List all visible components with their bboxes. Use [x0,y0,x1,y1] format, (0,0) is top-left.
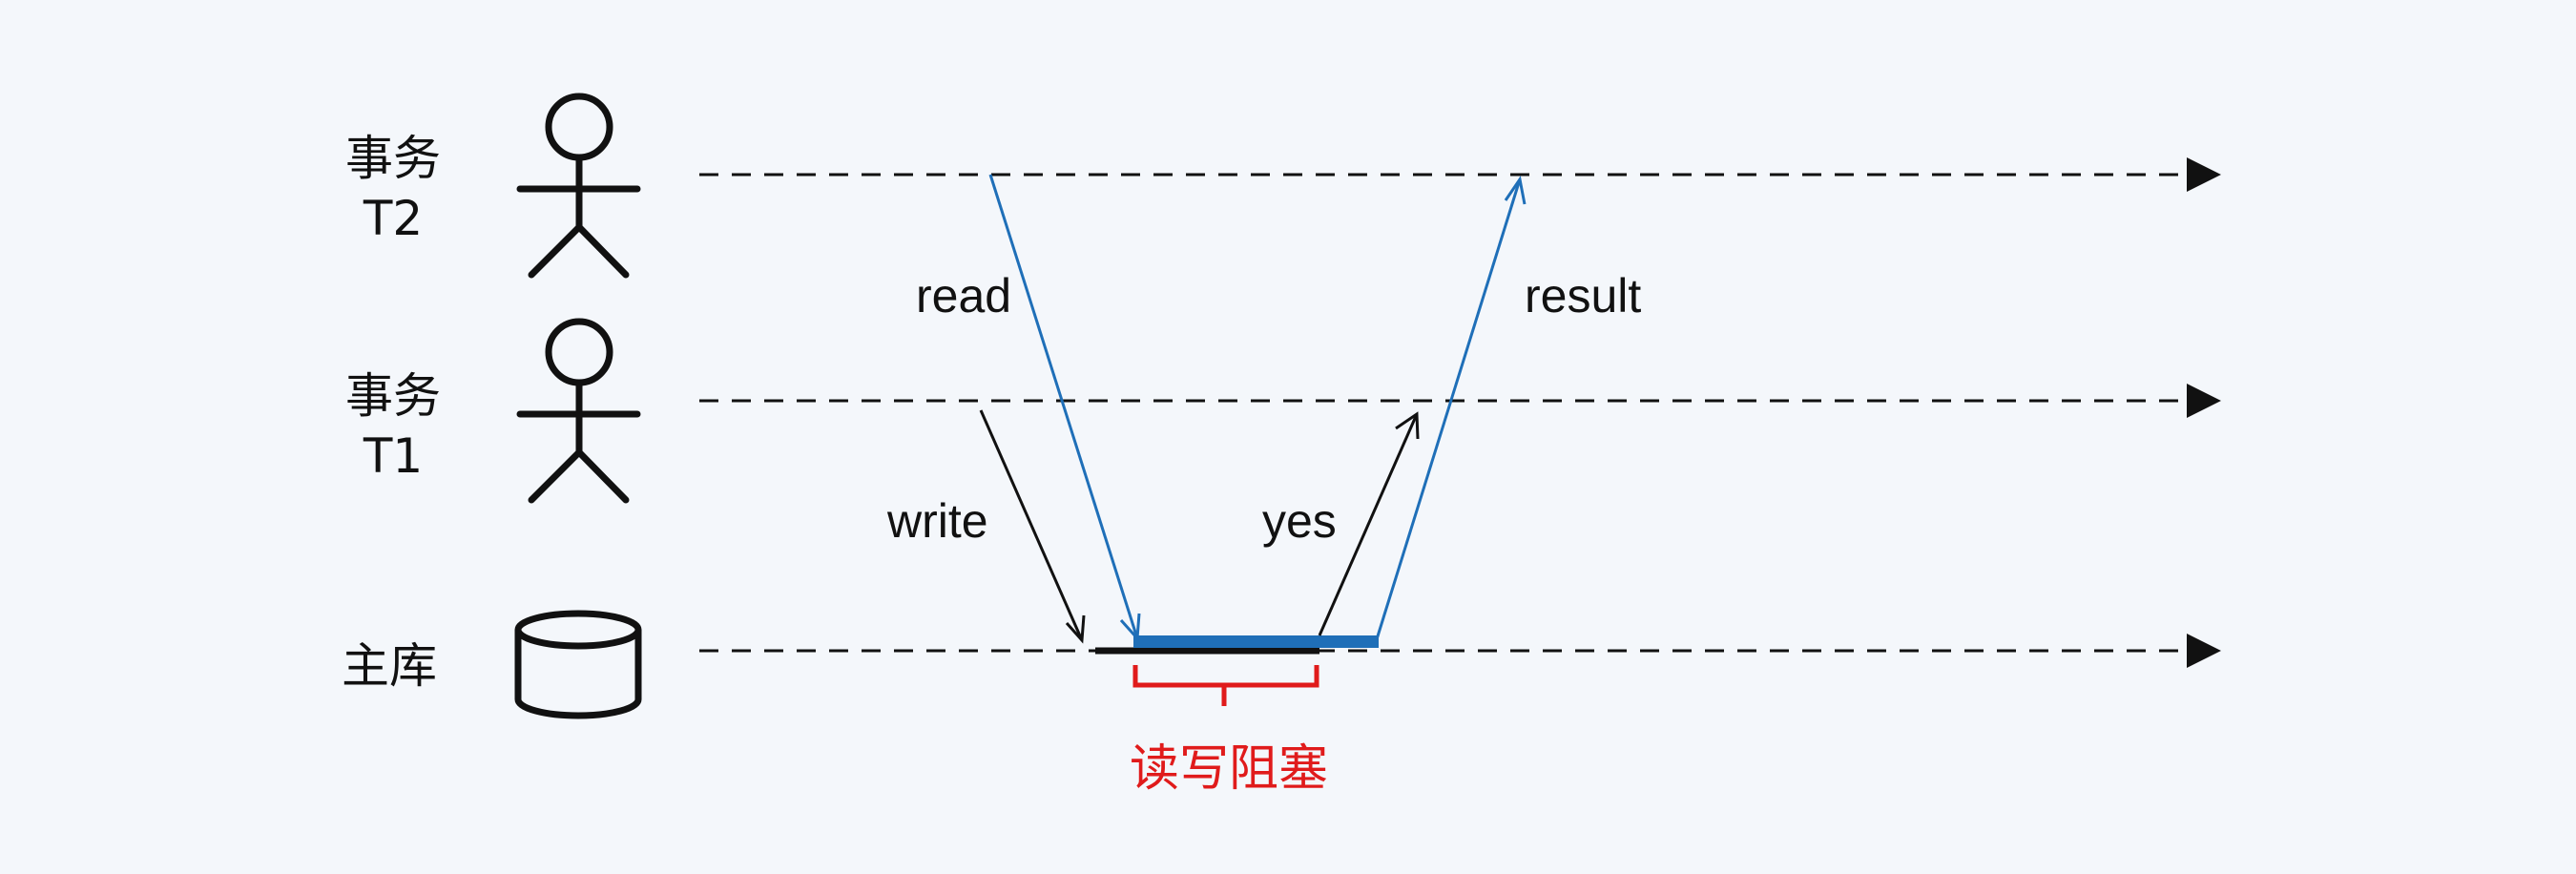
svg-text:事务: 事务 [345,368,441,424]
blocking-bar [1133,635,1379,648]
blocking-label: 读写阻塞 [1130,740,1328,798]
svg-text:主库: 主库 [342,638,437,694]
lifeline-t2 [699,157,2221,192]
result-arrow [1375,176,1527,640]
lifeline-master [699,634,2221,668]
read-arrow [988,174,1141,642]
database-cylinder-icon [514,610,642,719]
svg-text:事务: 事务 [345,131,441,186]
svg-text:T1: T1 [363,428,423,484]
result-label: result [1525,269,1641,323]
yes-arrow [1318,411,1420,636]
blocking-brace [1132,665,1319,706]
participant-master-label: 主库 [342,638,437,694]
write-label: write [886,494,988,548]
stick-figure-icon [516,93,641,279]
lifeline-arrowhead [2187,157,2221,192]
lifeline-arrowhead [2187,384,2221,418]
svg-text:T2: T2 [363,191,423,246]
participant-t1-label: 事务 T1 [345,368,441,484]
lifeline-arrowhead [2187,634,2221,668]
yes-label: yes [1262,494,1337,548]
read-label: read [916,269,1011,323]
participant-t2-label: 事务 T2 [345,131,441,246]
write-arrow [979,409,1086,644]
stick-figure-icon [516,318,641,504]
lifeline-t1 [699,384,2221,418]
